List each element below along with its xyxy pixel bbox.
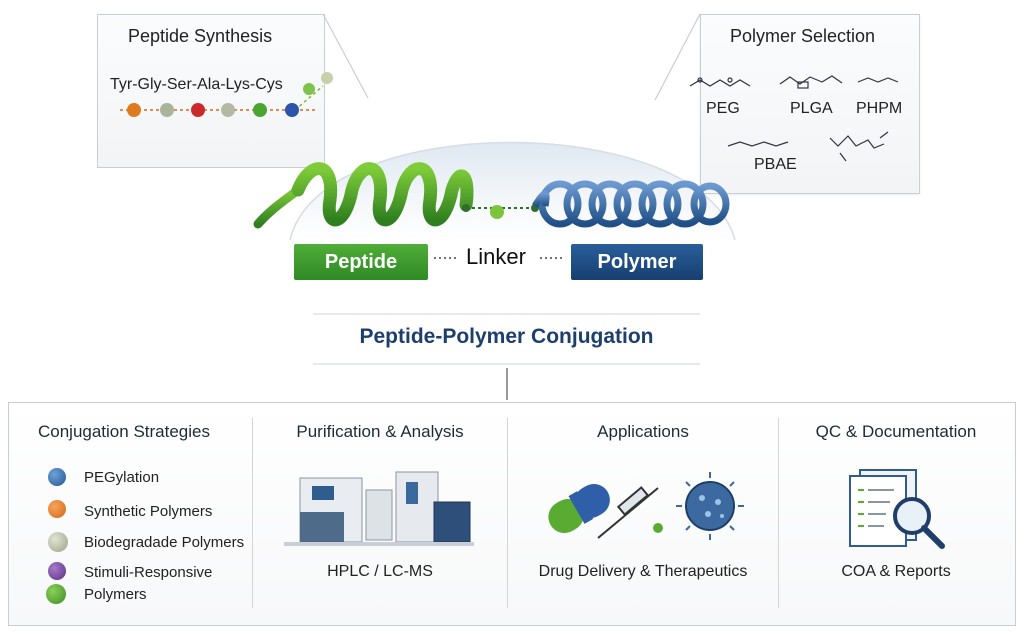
residue-bead [321,72,333,84]
peptide-sequence: Tyr-Gly-Ser-Ala-Lys-Cys [110,76,283,93]
polymer-tag: Polymer [571,244,703,280]
polymer-label-phpm: PHPM [856,100,903,117]
column-divider [507,418,508,608]
column-divider [252,418,253,608]
strategy-biodegradable-polymers: Biodegradade Polymers [84,534,245,551]
synthetic-polymers-icon [48,500,66,518]
document-magnifier-icon [849,469,945,549]
stimuli-responsive-icon [48,562,66,580]
strategy-polymers: Polymers [84,586,147,603]
conjugate-illustration [253,141,736,400]
polymer-structures [689,75,899,162]
residue-bead [127,103,141,117]
purification-caption: HPLC / LC-MS [327,563,433,580]
residue-bead [191,103,205,117]
hplc-instrument-icon [284,471,474,546]
qc-title: QC & Documentation [815,422,977,441]
biodegradable-polymers-icon [48,532,68,552]
bottom-panel [8,402,1016,626]
polymer-coil [532,180,730,228]
peptide-tag: Peptide [294,244,428,280]
polymer-label-pbae: PBAE [754,156,797,173]
residue-bead [160,103,174,117]
pegylation-icon [48,468,66,486]
qc-caption: COA & Reports [841,563,951,580]
strategy-synthetic-polymers: Synthetic Polymers [84,503,213,520]
plus-polymers-icon [46,584,66,604]
strategy-pegylation: PEGylation [84,469,160,486]
column-divider [778,418,779,608]
peptide-synthesis-title: Peptide Synthesis [128,26,273,46]
residue-bead [253,103,267,117]
main-title: Peptide-Polymer Conjugation [359,325,654,348]
strategies-title: Conjugation Strategies [37,422,210,441]
polymer-selection-title: Polymer Selection [730,26,876,46]
strategy-stimuli-responsive: Stimuli-Responsive [84,564,213,581]
peptide-helix [253,162,474,229]
peptide-synthesis-card [97,14,325,168]
polymer-label-plga: PLGA [790,100,833,117]
amino-acid-chain [120,72,333,117]
residue-bead [285,103,299,117]
applications-caption: Drug Delivery & Therapeutics [538,563,748,580]
linker-label: Linker [466,244,526,269]
residue-bead [303,83,315,95]
polymer-selection-card [700,14,920,194]
purification-title: Purification & Analysis [296,422,464,441]
polymer-label-peg: PEG [706,100,740,117]
residue-bead [221,103,235,117]
drug-delivery-icon [548,472,744,540]
applications-title: Applications [597,422,689,441]
